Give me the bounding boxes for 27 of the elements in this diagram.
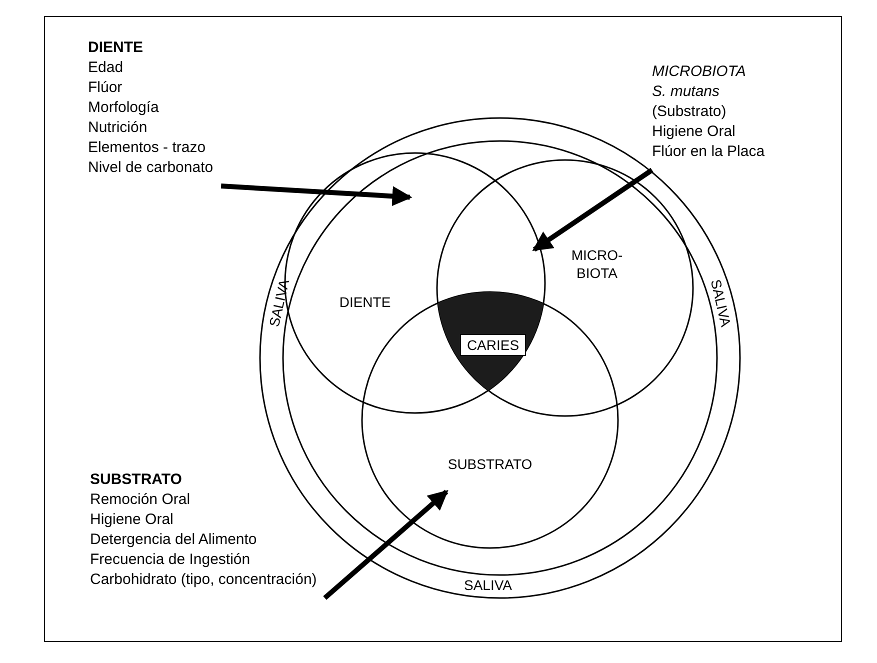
list-item: Higiene Oral [90, 510, 174, 530]
list-heading: MICROBIOTA [652, 62, 747, 82]
list-item: Frecuencia de Ingestión [90, 550, 252, 570]
arrow [532, 168, 654, 252]
list-item: Nutrición [88, 118, 148, 138]
list-item: Edad [88, 58, 124, 78]
list-item: Flúor [88, 78, 124, 98]
list-heading: DIENTE [88, 38, 144, 58]
list-item: Detergencia del Alimento [90, 530, 258, 550]
list-item: (Substrato) [652, 102, 728, 122]
arrow [220, 184, 412, 206]
caries-label: CARIES [460, 334, 526, 356]
list-item: Morfología [88, 98, 160, 118]
arrow [323, 490, 448, 600]
list-heading: SUBSTRATO [90, 470, 183, 490]
list-item: Remoción Oral [90, 490, 192, 510]
ring-label: SALIVA [463, 577, 513, 593]
list-item: Elementos - trazo [88, 138, 207, 158]
circle-label: DIENTE [338, 293, 392, 311]
list-item: Higiene Oral [652, 122, 736, 142]
list-item: Carbohidrato (tipo, concentración) [90, 570, 317, 590]
list-item: Nivel de carbonato [88, 158, 214, 178]
circle-label: SUBSTRATO [446, 455, 534, 473]
list-item: S. mutans [652, 82, 721, 102]
circle-label: MICRO- BIOTA [570, 246, 624, 282]
list-item: Flúor en la Placa [652, 142, 765, 162]
ring-label: SALIVA [706, 276, 736, 330]
